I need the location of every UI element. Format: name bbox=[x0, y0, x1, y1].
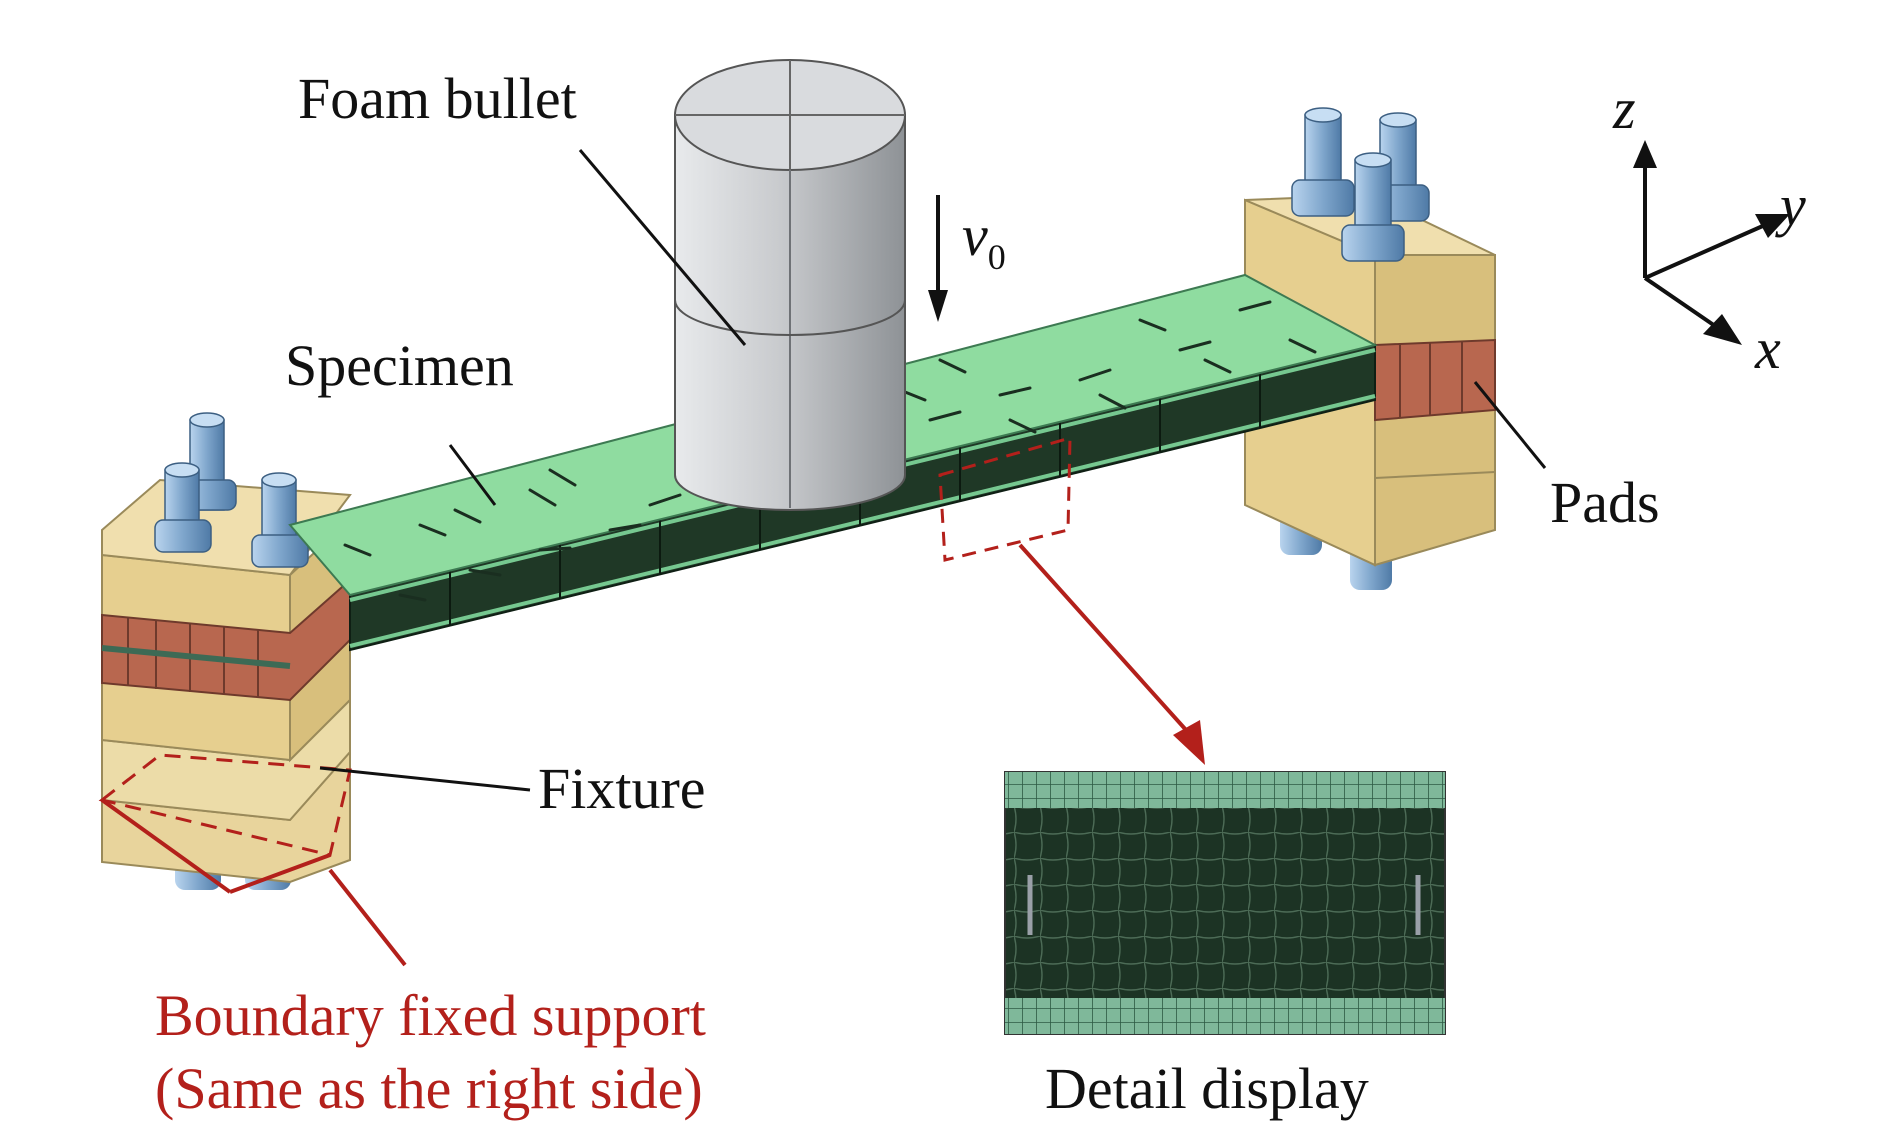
leader-lines bbox=[319, 149, 1547, 792]
axis-z-label: z bbox=[1612, 76, 1636, 141]
axis-y-label: y bbox=[1775, 173, 1806, 238]
axis-x-label: x bbox=[1754, 316, 1781, 381]
foam-bullet-leader bbox=[578, 149, 747, 346]
specimen-label: Specimen bbox=[285, 333, 514, 398]
velocity-arrow bbox=[928, 195, 948, 322]
left-fixture bbox=[101, 412, 352, 890]
pads-label: Pads bbox=[1550, 470, 1660, 535]
detail-display-label: Detail display bbox=[1045, 1056, 1369, 1121]
detail-mesh-view bbox=[1004, 771, 1446, 1035]
fixture-label: Fixture bbox=[538, 756, 706, 821]
pads-leader bbox=[1473, 381, 1547, 469]
boundary-label-line2: (Same as the right side) bbox=[155, 1056, 703, 1121]
coordinate-axes bbox=[1633, 140, 1790, 345]
fixture-leader bbox=[319, 766, 531, 792]
boundary-label-line1: Boundary fixed support bbox=[155, 983, 706, 1048]
foam-bullet-label: Foam bullet bbox=[298, 66, 577, 131]
specimen-leader bbox=[448, 444, 497, 506]
velocity-label: v0 bbox=[962, 203, 1006, 277]
foam-bullet bbox=[674, 59, 906, 511]
detail-callout bbox=[938, 436, 1205, 765]
